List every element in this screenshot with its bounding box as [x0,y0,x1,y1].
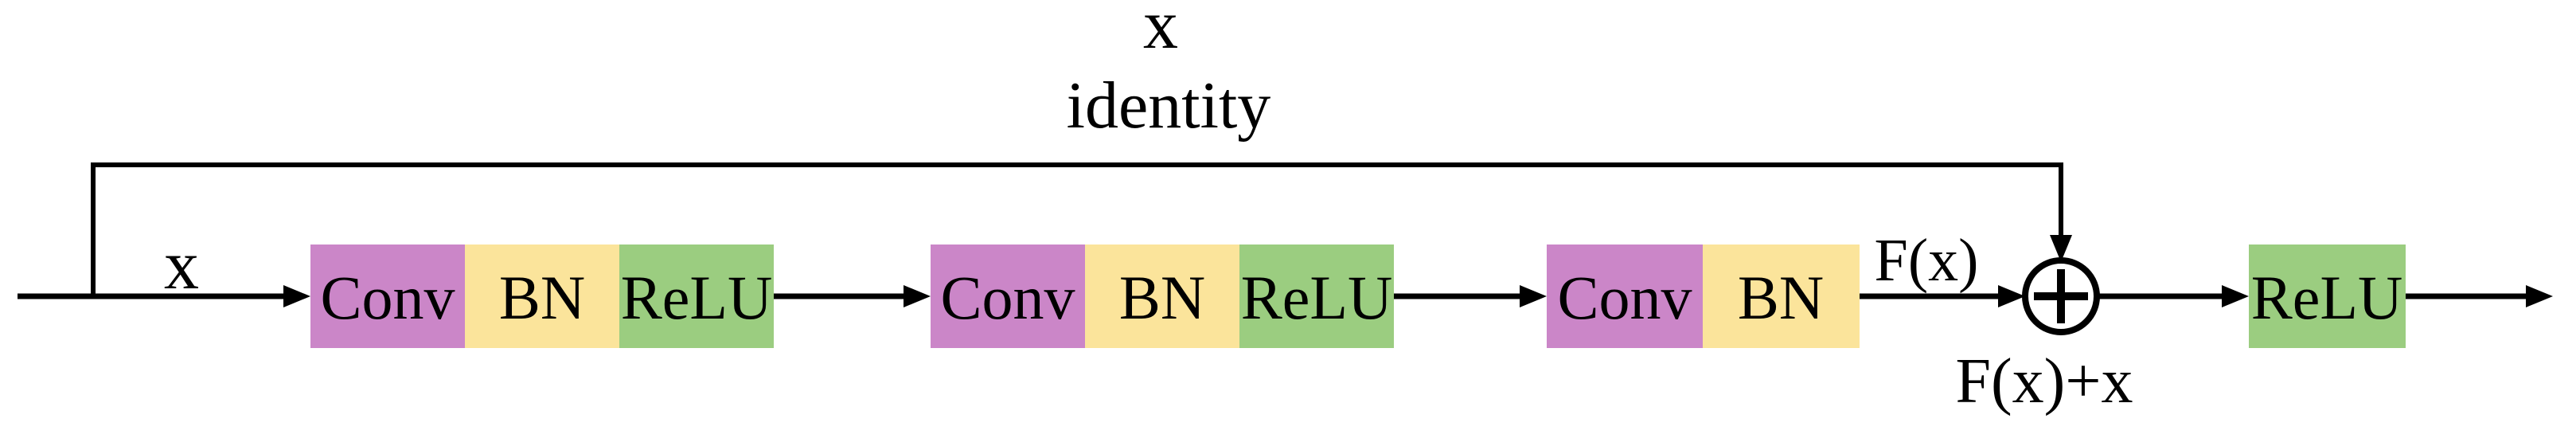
conv-bn-relu-group-2: Conv BN ReLU [931,245,1394,348]
relu-block [1239,245,1394,348]
input-arrow [18,285,310,307]
conv-bn-group-3: Conv BN [1547,245,1860,348]
final-relu-group: ReLU [2249,245,2406,348]
conv-block [931,245,1085,348]
connector-arrowhead-icon [1520,285,1547,307]
input-arrowhead-icon [283,285,310,307]
arrow-addition-to-relu [2097,285,2249,307]
arrow-group3-to-addition [1860,285,2025,307]
addition-node [2022,257,2100,335]
arrow-group1-to-group2 [774,285,931,307]
output-arrowhead-icon [2526,285,2553,307]
arrow-group2-to-group3 [1394,285,1547,307]
fx-plus-x-label: F(x)+x [1956,346,2133,417]
input-x-label: x [164,227,199,304]
relu-block-label: ReLU [621,263,773,332]
conv-block [1547,245,1703,348]
relu-block [2249,245,2406,348]
fx-label: F(x) [1875,227,1979,294]
bn-block-label: BN [499,263,585,332]
identity-path-line [91,162,2063,298]
conv-block-label: Conv [1557,263,1692,332]
bn-block [1085,245,1239,348]
bn-block [1703,245,1860,348]
identity-skip-connection [91,162,2072,298]
connector-arrowhead-icon [2222,285,2249,307]
bn-block-label: BN [1119,263,1205,332]
bn-block-label: BN [1738,263,1824,332]
relu-block-label: ReLU [1241,263,1393,332]
conv-block-label: Conv [940,263,1075,332]
identity-label: identity [1067,68,1271,143]
bn-block [465,245,619,348]
relu-block [619,245,774,348]
conv-block-label: Conv [320,263,455,332]
identity-arrowhead-icon [2050,235,2072,262]
connector-arrowhead-icon [904,285,931,307]
conv-bn-relu-group-1: Conv BN ReLU [310,245,774,348]
connector-arrowhead-icon [1998,285,2025,307]
skip-x-label: x [1143,0,1178,64]
output-arrow [2406,285,2553,307]
relu-block-label: ReLU [2251,263,2403,332]
conv-block [310,245,465,348]
